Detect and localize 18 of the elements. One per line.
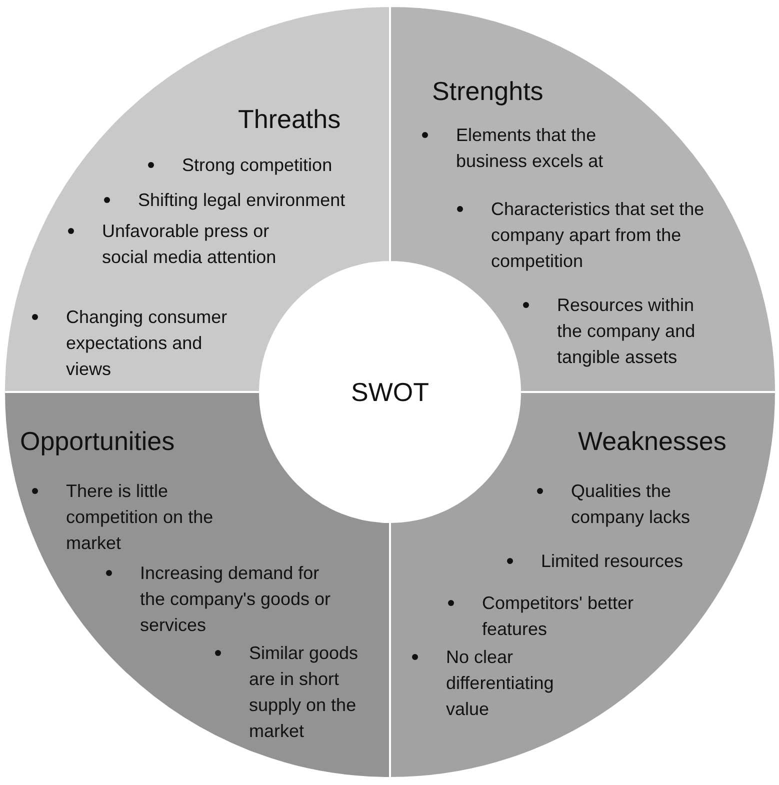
bullet-text: No clear differentiating value bbox=[446, 646, 555, 721]
bullet-text: Resources within the company and tangible assets bbox=[557, 294, 696, 369]
quadrant-heading: Opportunities bbox=[20, 426, 175, 457]
quadrant-heading: Weaknesses bbox=[578, 426, 726, 457]
quadrant-heading: Strenghts bbox=[432, 76, 544, 107]
bullet-text: Limited resources bbox=[541, 550, 684, 573]
bullet-text: Similar goods are in short supply on the market bbox=[249, 642, 360, 743]
quadrant-heading: Threaths bbox=[238, 104, 341, 135]
bullet-text: Elements that the business excels at bbox=[456, 124, 604, 173]
bullet-text: Qualities the company lacks bbox=[571, 480, 692, 529]
bullet-text: There is little competition on the market bbox=[66, 480, 214, 555]
bullet-text: Changing consumer expectations and views bbox=[66, 306, 228, 381]
bullet-text: Competitors' better features bbox=[482, 592, 634, 641]
bullet-text: Strong competition bbox=[182, 154, 334, 177]
bullet-text: Characteristics that set the company apart from the competition bbox=[491, 198, 706, 273]
bullet-text: Increasing demand for the company's goods or services bbox=[140, 562, 332, 637]
bullet-text: Unfavorable press or social media attention bbox=[102, 220, 278, 269]
bullet-text: Shifting legal environment bbox=[138, 189, 346, 212]
